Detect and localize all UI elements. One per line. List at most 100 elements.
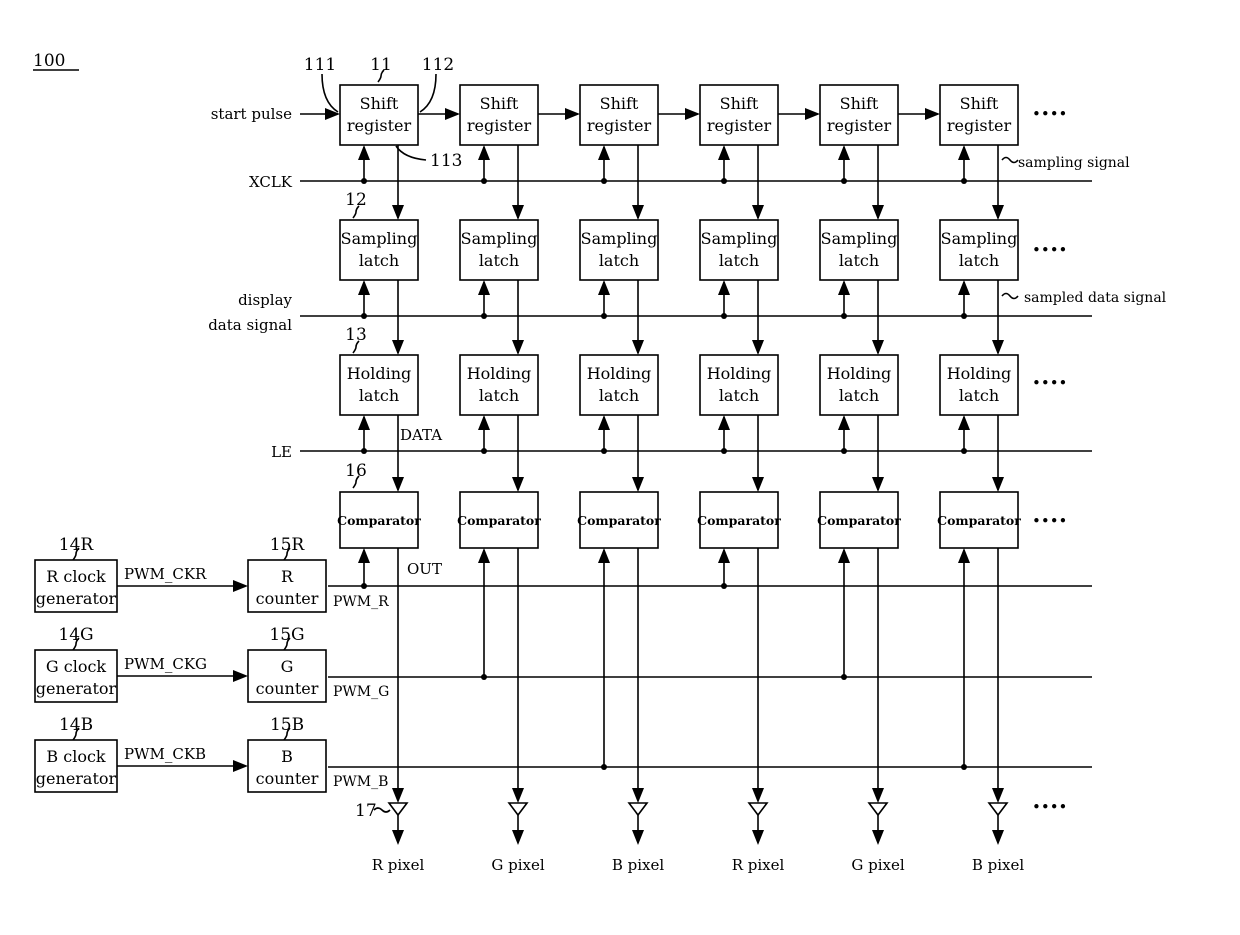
control-arrow [478,280,490,295]
sampling-latch-label: latch [959,251,999,270]
control-arrow [958,415,970,430]
shift-register-label: register [707,116,772,135]
control-arrow [478,415,490,430]
holding-latch-label: latch [959,386,999,405]
shift-register-label: Shift [360,94,399,113]
sampling-latch-label: latch [599,251,639,270]
control-arrow [958,145,970,160]
pixel-arrow [392,830,404,845]
sampling-latch-label: latch [839,251,879,270]
wires [33,70,1092,845]
sampling-latch-label: Sampling [341,229,418,248]
shift-register-label: Shift [480,94,519,113]
junction-dot [721,313,727,319]
sampling-latch-label: latch [719,251,759,270]
data-arrow [512,205,524,220]
shift-chain-arrow [565,108,580,120]
ref-112-leader [420,74,436,112]
blocks [35,85,1018,815]
data-arrow [392,477,404,492]
junction-dot [841,674,847,680]
display-data-label: display [238,291,292,309]
sampling-latch-label: Sampling [581,229,658,248]
junction-dot [601,313,607,319]
ref-11: 11 [370,55,392,75]
counter-label: counter [256,589,319,608]
junction-dot [361,178,367,184]
junction-dot [721,178,727,184]
control-arrow [958,280,970,295]
counter-ref: 15B [270,715,304,735]
driver-buffer [629,803,647,815]
continuation-dots: •••• [1032,241,1067,259]
continuation-dots: •••• [1032,512,1067,530]
junction-dot [721,448,727,454]
counter-label: counter [256,769,319,788]
data-arrow [512,340,524,355]
out-label: OUT [407,560,442,578]
control-arrow [718,280,730,295]
shift-register-label: register [827,116,892,135]
control-arrow [838,145,850,160]
continuation-dots: •••• [1032,105,1067,123]
comparator-label: Comparator [697,513,781,528]
sampled-data-signal-leader [1002,294,1018,299]
output-arrow [392,788,404,803]
generator-label: generator [36,679,117,698]
shift-register-label: register [587,116,652,135]
data-arrow [392,205,404,220]
counter-label: R [281,567,294,586]
junction-dot [601,764,607,770]
shift-register-label: Shift [960,94,999,113]
control-arrow [598,145,610,160]
sampling-latch-label: latch [359,251,399,270]
holding-latch-label: latch [719,386,759,405]
junction-dot [841,448,847,454]
ref-111: 111 [304,55,336,75]
pixel-label: B pixel [612,856,665,874]
control-arrow [358,415,370,430]
pwm-arrow [358,548,370,563]
data-arrow [632,477,644,492]
data-arrow [752,477,764,492]
pixel-arrow [752,830,764,845]
sampling-latch-label: Sampling [821,229,898,248]
pwm-arrow [838,548,850,563]
control-arrow [838,280,850,295]
data-arrow [992,340,1004,355]
counter-label: G [281,657,294,676]
data-arrow [632,340,644,355]
ref-16: 16 [345,461,367,481]
junction-dot [361,313,367,319]
generator-ref: 14G [58,625,93,645]
pwm-clock-label: PWM_CKB [124,745,206,763]
sampling-latch-label: Sampling [461,229,538,248]
comparator-label: Comparator [457,513,541,528]
data-arrow [992,205,1004,220]
shift-chain-arrow [925,108,940,120]
pixel-label: G pixel [851,856,904,874]
generator-ref: 14R [59,535,95,555]
holding-latch-label: Holding [707,364,772,383]
pixel-arrow [512,830,524,845]
pwm-bus-label: PWM_G [333,684,389,700]
junction-dot [601,178,607,184]
generator-label: B clock [46,747,106,766]
sampled-data-signal-label: sampled data signal [1024,290,1167,306]
pwm-arrow [598,548,610,563]
junction-dot [841,178,847,184]
counter-ref: 15G [269,625,304,645]
comparator-label: Comparator [337,513,421,528]
generator-label: generator [36,589,117,608]
junction-dot [481,313,487,319]
data-arrow [872,340,884,355]
pwm-clock-arrow [233,580,248,592]
shift-chain-arrow [685,108,700,120]
pwm-bus-label: PWM_R [333,594,389,610]
control-arrow [358,280,370,295]
shift-register-label: register [347,116,412,135]
junction-dot [361,448,367,454]
comparator-label: Comparator [937,513,1021,528]
ref-113: 113 [430,151,462,171]
pixel-label: R pixel [372,856,425,874]
